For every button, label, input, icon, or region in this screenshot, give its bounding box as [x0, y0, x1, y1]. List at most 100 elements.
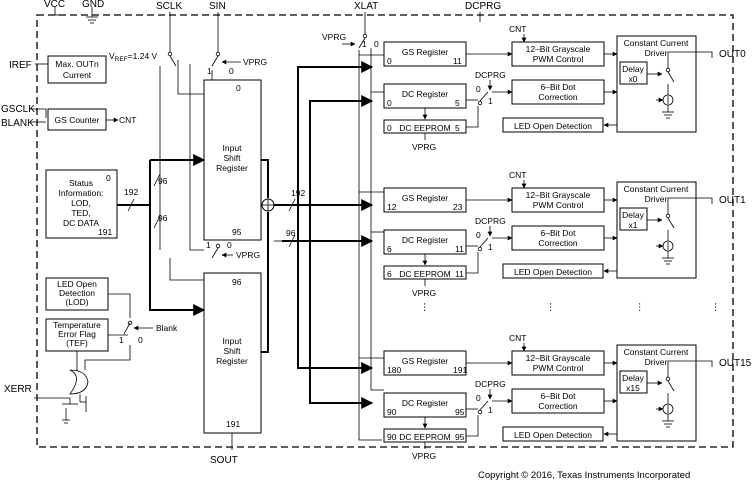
out-pin-label: OUT0: [719, 49, 746, 60]
status-block: [45, 169, 118, 239]
xerr-label: XERR: [4, 384, 32, 395]
dot-correction-block: [511, 225, 605, 251]
delay-line1: Delay: [622, 210, 644, 220]
dc-register: [383, 83, 467, 109]
dcprg-label: DCPRG: [475, 216, 506, 226]
sout-label: SOUT: [210, 455, 238, 466]
delay-line1: Delay: [622, 64, 644, 74]
dcprg-switch-0: 0: [476, 84, 481, 94]
dcprg-switch-1: 1: [488, 242, 493, 252]
dcprg-switch-1: 1: [488, 405, 493, 415]
pwm-cnt: CNT: [509, 170, 526, 180]
out-pin-label: OUT15: [719, 358, 752, 369]
temp-error-line3: (TEF): [66, 338, 88, 348]
pwm-line2: PWM Control: [533, 200, 584, 210]
led-open-detection-block: [45, 277, 109, 311]
sr1-line1: Input: [223, 143, 243, 153]
vprg-mid-label: VPRG: [236, 250, 260, 260]
max-out-current-line2: Current: [63, 70, 92, 80]
dots-right: ⋮: [635, 302, 645, 313]
led-open-label: LED Open Detection: [514, 430, 592, 440]
dc-eeprom-msb: 5: [455, 123, 460, 133]
gs-counter-cnt: CNT: [119, 115, 136, 125]
led-open-line3: (LOD): [65, 297, 88, 307]
gs-register-label: GS Register: [402, 193, 448, 203]
bus-192-status: 192: [124, 187, 138, 197]
dots-mid: ⋮: [546, 302, 556, 313]
sr2-top-index: 96: [232, 277, 242, 287]
led-open-detection-box: [502, 263, 604, 279]
vprg-eeprom-label: VPRG: [412, 451, 436, 461]
delay-line2: x15: [626, 383, 640, 393]
xlat-switch-1: 1: [362, 39, 367, 49]
sin-switch-0: 0: [229, 66, 234, 76]
sin-switch-1: 1: [207, 66, 212, 76]
dcprg-label: DCPRG: [465, 1, 501, 12]
pwm-line2: PWM Control: [533, 54, 584, 64]
sin-label: SIN: [209, 1, 226, 12]
ccd-line2: Driver: [645, 357, 668, 367]
pwm-cnt: CNT: [509, 24, 526, 34]
blank-switch-1: 1: [119, 335, 124, 345]
ccd-line1: Constant Current: [624, 184, 689, 194]
max-out-current-block: [47, 55, 107, 84]
dc-eeprom-label: DC EEPROM: [399, 269, 450, 279]
temp-error-line2: Error Flag: [58, 329, 96, 339]
pwm-cnt: CNT: [509, 333, 526, 343]
dots-left: ⋮: [420, 302, 430, 313]
vcc-label: VCC: [44, 0, 65, 10]
out-pin-label: OUT1: [719, 195, 746, 206]
gs-register-msb: 23: [453, 202, 463, 212]
delay-line2: x0: [629, 74, 638, 84]
sr2-line1: Input: [223, 336, 243, 346]
delay-line2: x1: [629, 220, 638, 230]
gsclk-label: GSCLK: [1, 104, 35, 115]
gs-register-label: GS Register: [402, 356, 448, 366]
vprg-xlat-label: VPRG: [322, 32, 346, 42]
sr1-bottom-index: 95: [232, 227, 242, 237]
dc-register-label: DC Register: [402, 398, 448, 408]
status-line5: DC DATA: [63, 218, 99, 228]
gnd-label: GND: [82, 0, 104, 10]
gs-register-msb: 11: [453, 56, 462, 66]
gs-register-lsb: 12: [387, 202, 397, 212]
sr1-top-index: 0: [236, 83, 241, 93]
sr1-line2: Shift: [223, 153, 241, 163]
dot-correction-block: [511, 79, 605, 105]
dot-line1: 6–Bit Dot: [541, 391, 577, 401]
dc-eeprom-label: DC EEPROM: [399, 123, 450, 133]
gs-register-lsb: 0: [387, 56, 392, 66]
xlat-label: XLAT: [354, 1, 378, 12]
status-bottom-index: 191: [98, 227, 112, 237]
bus-96-lower: 96: [158, 213, 168, 223]
led-open-label: LED Open Detection: [514, 267, 592, 277]
xlat-switch-0: 0: [374, 39, 379, 49]
dc-register-lsb: 6: [387, 244, 392, 254]
dcprg-switch-0: 0: [476, 230, 481, 240]
pwm-line2: PWM Control: [533, 363, 584, 373]
vref-label: VREF=1.24 V: [109, 51, 158, 63]
led-open-line1: LED Open: [57, 279, 97, 289]
dc-register: [383, 229, 467, 255]
dc-eeprom-msb: 11: [455, 269, 464, 279]
sr2-line2: Shift: [223, 346, 241, 356]
gnd-pin: [86, 7, 98, 24]
dcprg-label: DCPRG: [475, 70, 506, 80]
status-line4: TED,: [71, 208, 90, 218]
dc-register-label: DC Register: [402, 235, 448, 245]
dots-edge: ⋮: [711, 302, 721, 313]
bus-96-upper: 96: [158, 176, 168, 186]
dc-eeprom-lsb: 0: [387, 123, 392, 133]
blank-switch-0: 0: [138, 335, 143, 345]
dot-line1: 6–Bit Dot: [541, 82, 577, 92]
max-out-current-line1: Max. OUTn: [55, 59, 99, 69]
temp-error-line1: Temperature: [53, 320, 101, 330]
sr2-bottom-index: 191: [226, 419, 240, 429]
or-gate: [69, 369, 89, 395]
status-line1: Status: [69, 178, 93, 188]
input-shift-register-2: [203, 272, 262, 434]
status-top-index: 0: [106, 173, 111, 183]
vprg-sin-label: VPRG: [243, 57, 267, 67]
